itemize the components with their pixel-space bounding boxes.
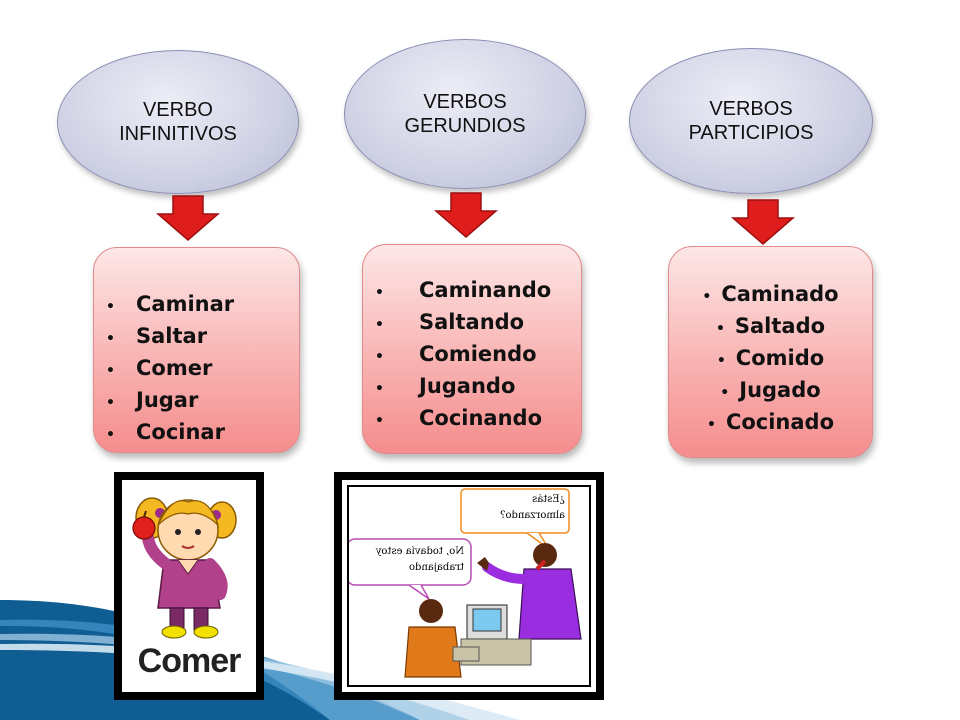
girl-with-apple-illustration xyxy=(124,497,254,690)
speech-bubble-left: No, todavía estoy trabajando xyxy=(375,546,464,573)
list-item: •Cocinar xyxy=(106,420,225,444)
list-item: •Cocinado xyxy=(706,410,835,434)
office-conversation-picture: ¿Estás almorzando? No, todavía estoy tra… xyxy=(334,472,604,700)
down-arrow-icon xyxy=(433,192,499,238)
list-item: •Caminado xyxy=(702,282,839,306)
list-item: •Saltando xyxy=(375,310,525,334)
infinitivos-box: •Caminar •Saltar •Comer •Jugar •Cocinar xyxy=(93,247,300,453)
list-item: •Comiendo xyxy=(375,342,537,366)
girl-eating-picture: Comer xyxy=(114,472,264,700)
list-item: •Caminar xyxy=(106,292,235,316)
picture-caption: Comer xyxy=(137,642,242,680)
speech-bubble-top: ¿Estás almorzando? xyxy=(500,494,565,521)
office-phone-illustration xyxy=(349,488,582,678)
list-item: •Jugar xyxy=(106,388,199,412)
list-item: •Jugando xyxy=(375,374,516,398)
list-item: •Jugado xyxy=(720,378,821,402)
down-arrow-icon xyxy=(730,199,796,245)
list-item: •Saltado xyxy=(715,314,826,338)
list-item: •Caminando xyxy=(375,278,552,302)
gerundios-box: •Caminando •Saltando •Comiendo •Jugando … xyxy=(362,244,582,454)
list-item: •Comido xyxy=(716,346,825,370)
list-item: •Saltar xyxy=(106,324,208,348)
list-item: •Comer xyxy=(106,356,213,380)
down-arrow-icon xyxy=(155,195,221,241)
participios-box: •Caminado •Saltado •Comido •Jugado •Coci… xyxy=(668,246,873,458)
list-item: •Cocinando xyxy=(375,406,543,430)
